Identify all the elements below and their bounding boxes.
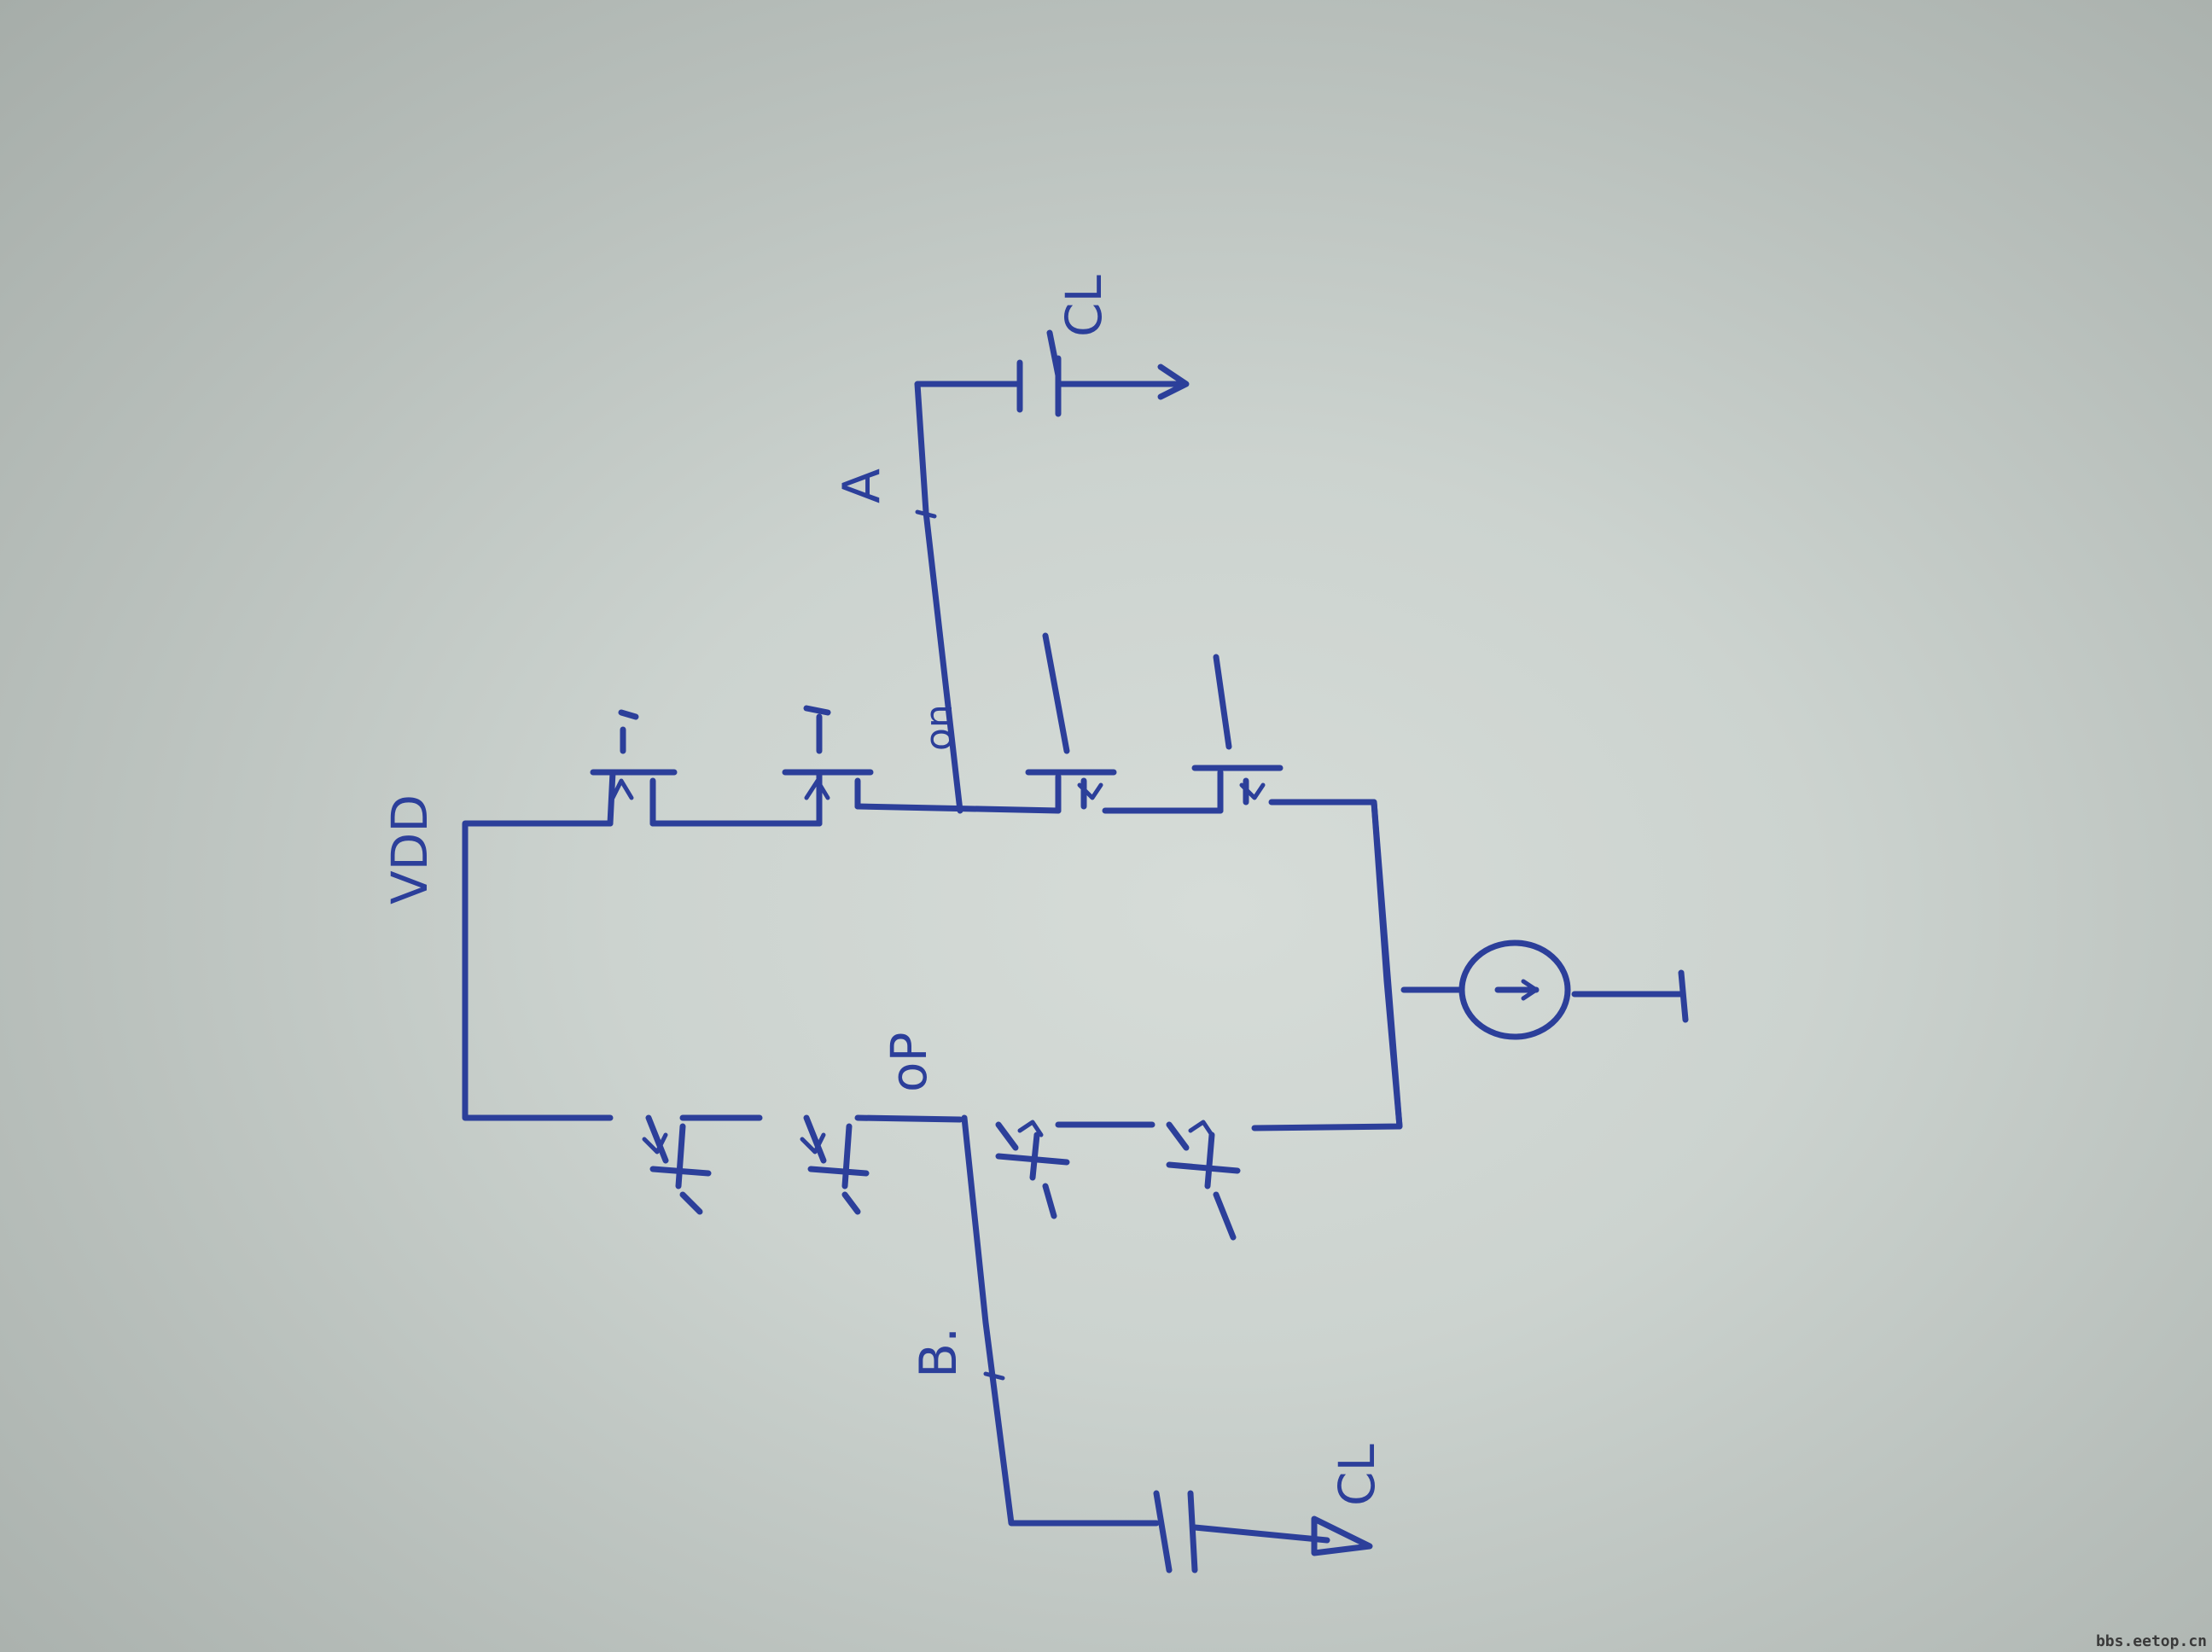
top-branch-wire [649, 799, 1403, 1131]
transistor-top-3 [1025, 632, 1117, 814]
tail-current-label: I [1690, 1002, 1691, 1003]
transistor-top-2 [782, 705, 874, 827]
node-b-wire [961, 1114, 1373, 1573]
cap-bottom-label: CL [1328, 1444, 1386, 1506]
node-b-label: B. [909, 1327, 969, 1378]
bottom-branch-wire [679, 1114, 1155, 1128]
out-n-label: on [917, 704, 961, 751]
out-p-label: oP [880, 1032, 938, 1092]
transistor-top-1 [590, 709, 678, 827]
tail-current-source [1371, 799, 1689, 1130]
watermark-text: bbs.eetop.cn [2095, 1632, 2207, 1650]
transistor-bottom-3 [995, 1120, 1070, 1219]
transistor-bottom-4 [1166, 1120, 1241, 1241]
vdd-rail [462, 820, 614, 1121]
vdd-label: VDD [381, 794, 439, 905]
transistor-bottom-2 [800, 1114, 870, 1215]
transistor-bottom-1 [642, 1114, 712, 1215]
cap-top-symbol [1046, 329, 1062, 379]
cap-top-label: CL [1055, 275, 1113, 337]
node-a-label: A [832, 468, 892, 503]
transistor-top-4 [1191, 654, 1284, 814]
